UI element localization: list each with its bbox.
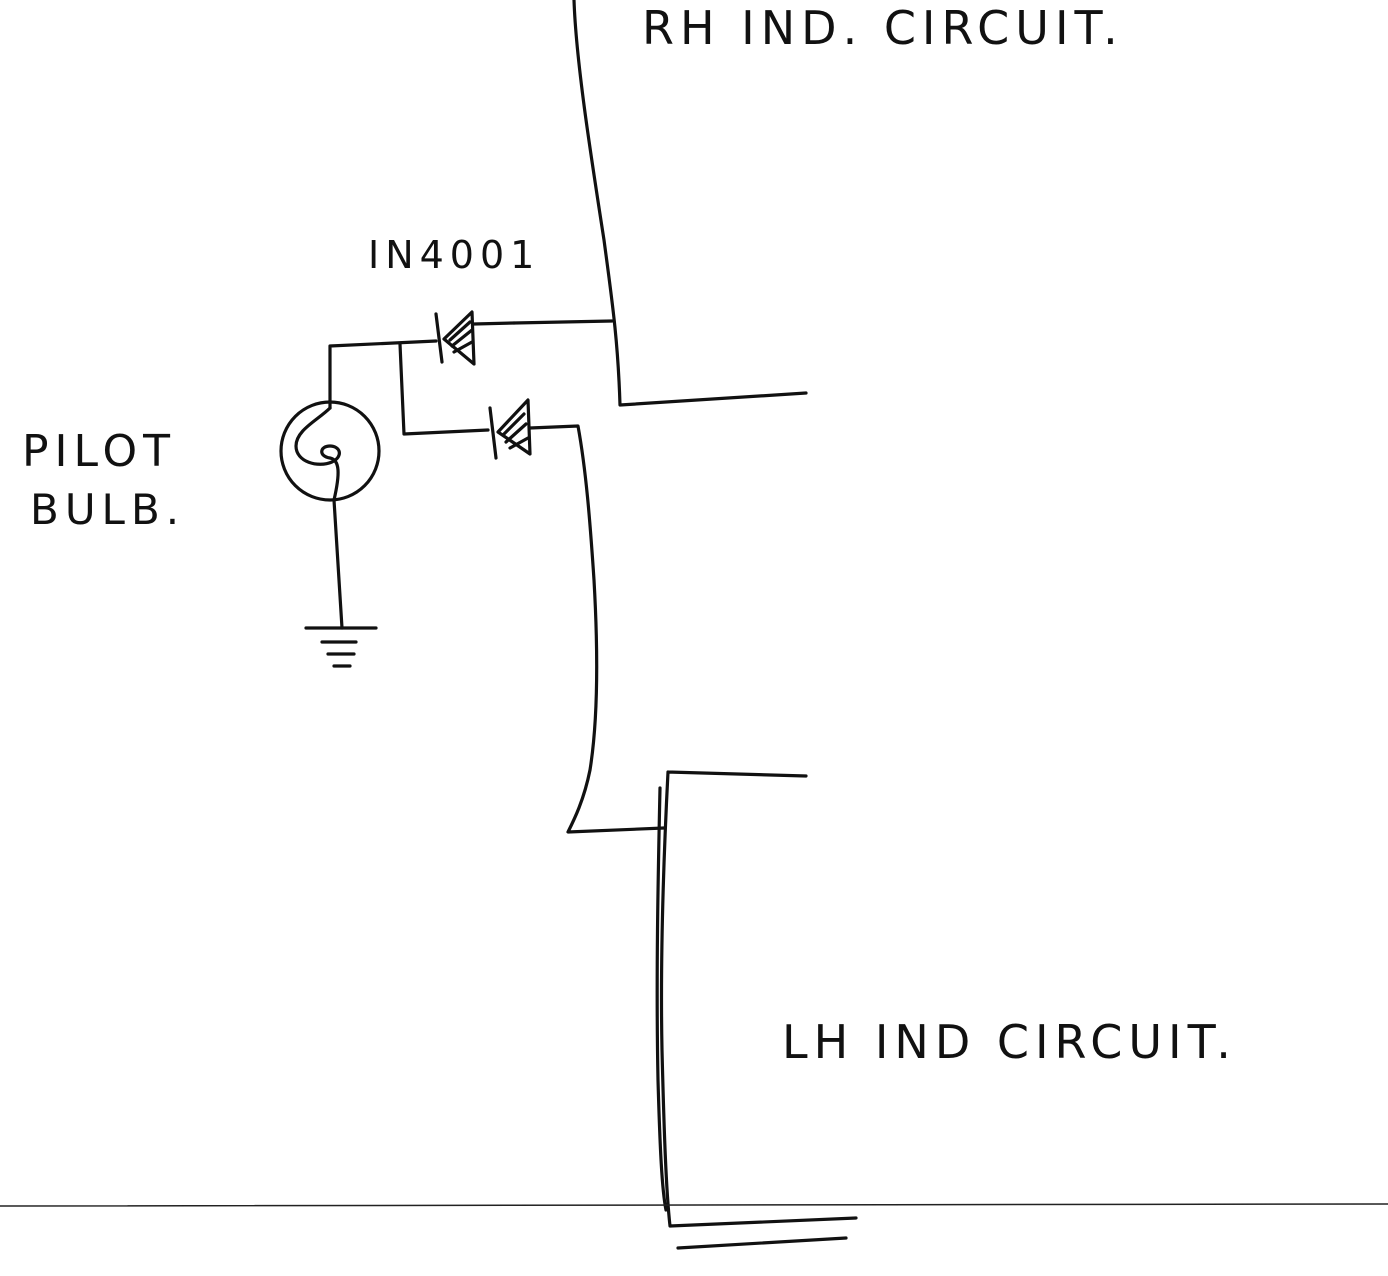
pilot-bulb	[279, 400, 381, 502]
lh-circuit-label: LH IND CIRCUIT.	[782, 1015, 1237, 1069]
upper-diode-bar	[434, 312, 444, 364]
rh-circuit-label: RH IND. CIRCUIT.	[642, 1, 1124, 55]
ground-symbol	[304, 626, 378, 668]
pilot-label-line1: PILOT	[22, 426, 176, 477]
rh-feed-wire	[572, 0, 808, 407]
upper-diode	[434, 310, 516, 366]
lh-bus-lower-line	[676, 1236, 848, 1250]
bulb-envelope	[279, 400, 381, 502]
common-node-wire	[328, 339, 438, 410]
bulb-filament	[294, 406, 341, 502]
page-edge-line	[0, 1203, 1388, 1207]
lh-bus-double	[655, 786, 668, 1212]
pilot-label-line2: BULB.	[30, 485, 185, 534]
upper-diode-triangle	[442, 310, 476, 366]
branch-wire	[398, 342, 490, 436]
lh-bus-wire	[659, 770, 858, 1228]
ground-wire	[332, 498, 344, 630]
rh-tap-wire	[512, 319, 614, 325]
lower-diode-bar	[488, 406, 498, 460]
lower-diode	[488, 398, 532, 460]
diode-part-label: IN4001	[368, 233, 540, 277]
lh-feed-wire	[528, 424, 666, 834]
